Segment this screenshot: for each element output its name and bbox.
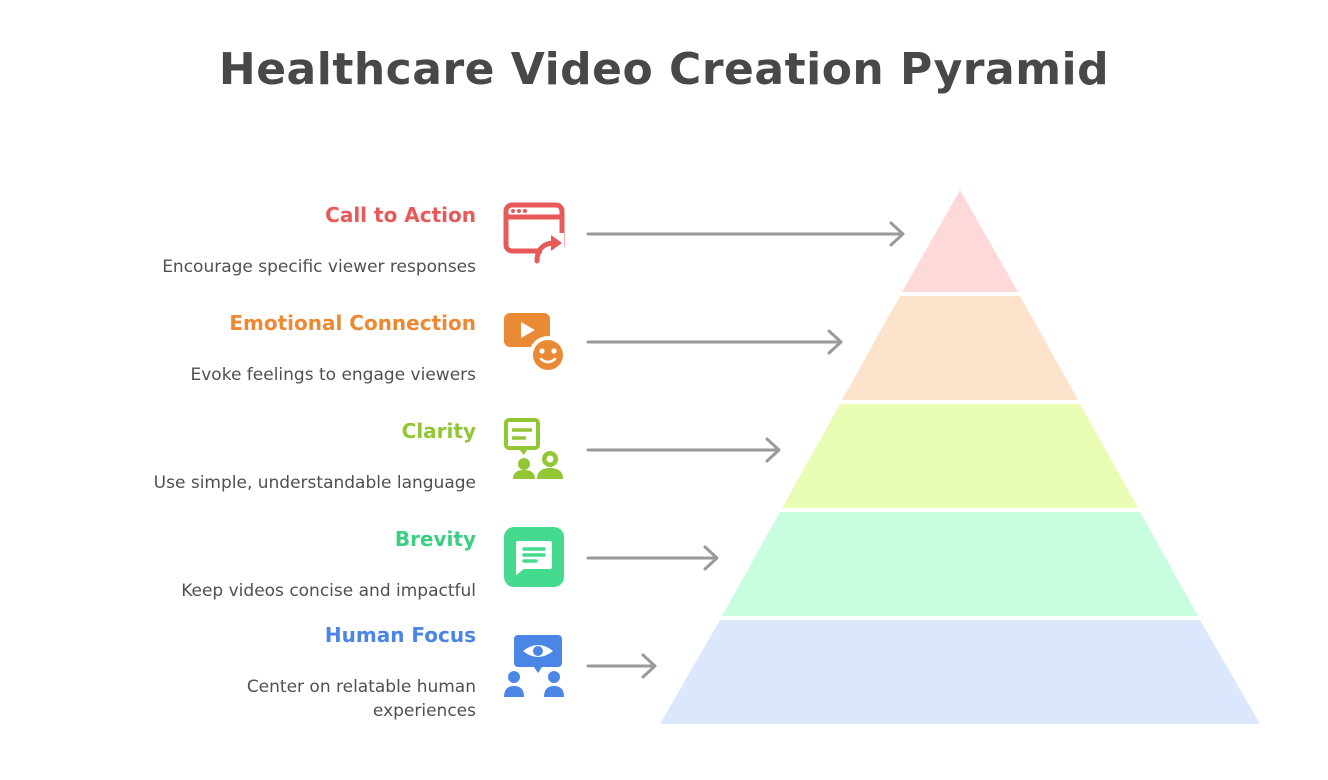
pyramid-tier-emotional-connection [842, 296, 1078, 400]
audience-vision-icon [502, 633, 566, 697]
level-description-emotional-connection: Evoke feelings to engage viewers [190, 365, 477, 385]
level-title-emotional-connection: Emotional Connection [229, 311, 476, 335]
level-description-human-focus: Center on relatable human experiences [246, 677, 476, 721]
pyramid-tier-call-to-action [902, 190, 1018, 292]
pyramid-tier-clarity [782, 404, 1138, 508]
page-title: Healthcare Video Creation Pyramid [218, 44, 1110, 95]
level-description-clarity: Use simple, understandable language [153, 473, 476, 493]
level-title-clarity: Clarity [401, 419, 476, 443]
level-title-brevity: Brevity [394, 527, 476, 551]
arrow-emotional-connection [586, 329, 843, 355]
arrow-call-to-action [586, 221, 905, 247]
browser-share-icon [502, 201, 566, 265]
message-icon [502, 525, 566, 589]
level-title-call-to-action: Call to Action [325, 203, 476, 227]
video-emotion-icon [502, 309, 566, 373]
pyramid-tier-brevity [722, 512, 1198, 616]
pyramid-tier-human-focus [660, 620, 1260, 724]
arrow-clarity [586, 437, 781, 463]
arrow-brevity [586, 545, 719, 571]
level-description-call-to-action: Encourage specific viewer responses [162, 257, 476, 277]
level-title-human-focus: Human Focus [324, 623, 476, 647]
conversation-icon [502, 417, 566, 481]
level-description-brevity: Keep videos concise and impactful [181, 581, 476, 601]
arrow-human-focus [586, 653, 657, 679]
